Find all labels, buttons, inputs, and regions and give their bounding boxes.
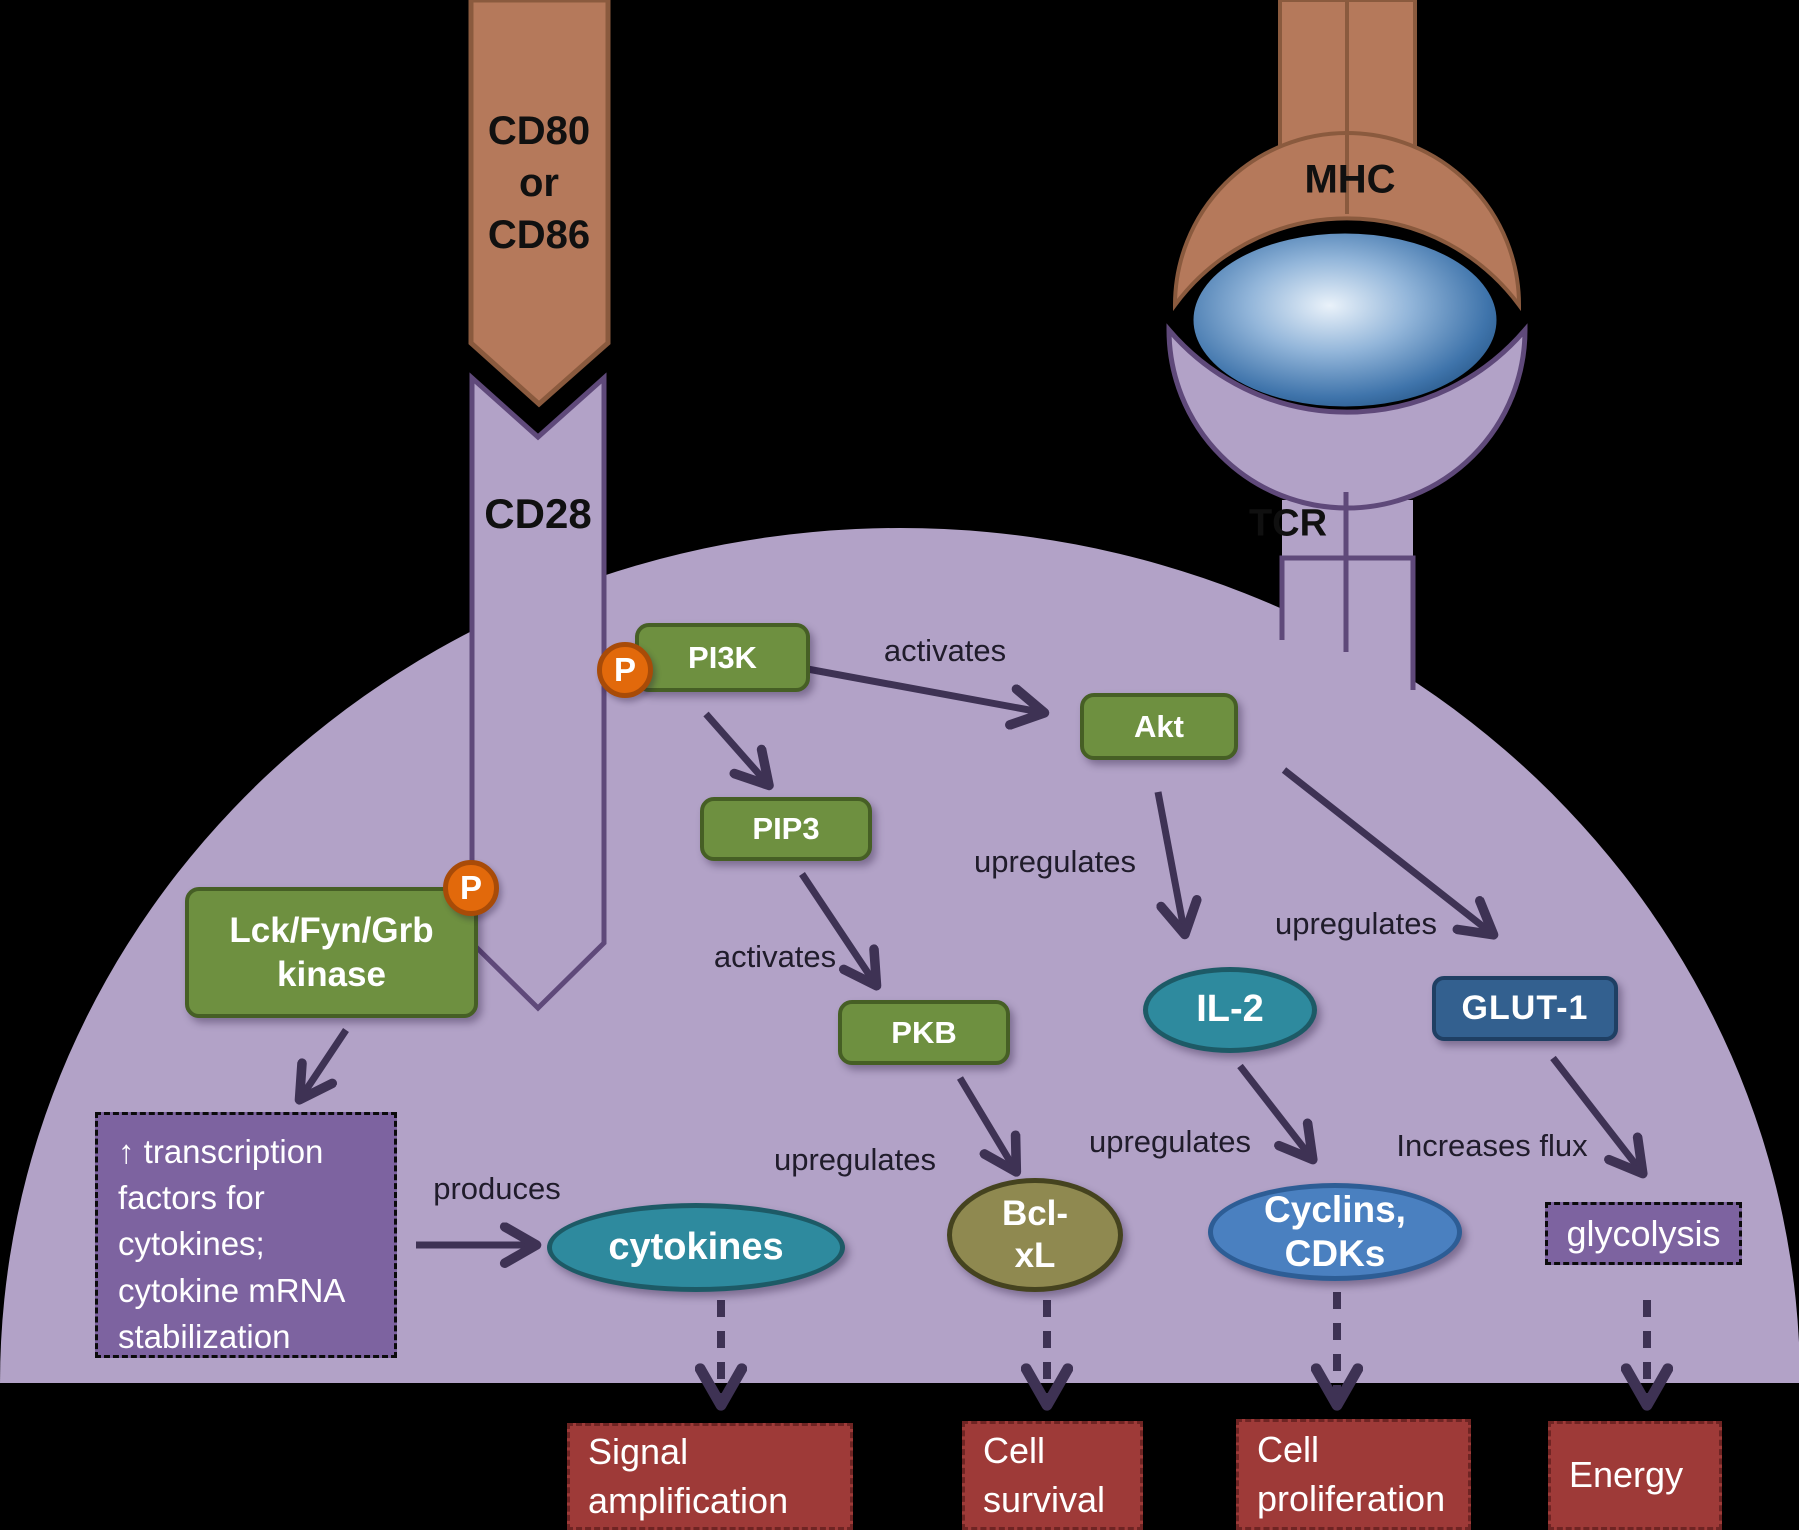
mhc-arch-shape (1172, 131, 1522, 312)
arrow-lck-transcription (302, 1028, 349, 1096)
bcl-xl-line2: xL (1014, 1236, 1056, 1275)
phospho-badge-lck: P (443, 860, 499, 916)
edge-label-activates-1: activates (883, 633, 1007, 668)
node-akt: Akt (1080, 693, 1238, 760)
arrow-pi3k-pip3 (703, 711, 766, 782)
mhc-label: MHC (1304, 157, 1396, 202)
cyclins-line1: Cyclins, (1264, 1188, 1406, 1230)
outcome-cell-survival: Cell survival (962, 1421, 1143, 1530)
cd28-label: CD28 (484, 490, 592, 537)
node-glut1: GLUT-1 (1432, 976, 1618, 1041)
edge-label-increases-flux: Increases flux (1396, 1128, 1588, 1163)
arrow-il2-cyclins (1237, 1063, 1310, 1156)
arrow-akt-glut1 (1281, 767, 1490, 932)
solid-arrows (302, 664, 1640, 1245)
edge-label-upregulates-1: upregulates (973, 844, 1137, 879)
cd80-cd86-ligand-shape (468, 0, 611, 408)
node-pip3: PIP3 (700, 797, 872, 861)
edge-label-upregulates-4: upregulates (1088, 1124, 1252, 1159)
edge-label-produces: produces (433, 1171, 561, 1206)
cd80-cd86-label: CD80 or CD86 (487, 109, 591, 257)
arrow-glut1-glycolysis (1550, 1055, 1640, 1170)
node-cytokines: cytokines (547, 1203, 845, 1292)
outcome-cell-proliferation: Cell proliferation (1236, 1419, 1471, 1530)
arrow-akt-il2 (1154, 791, 1184, 930)
node-bcl-xl: Bcl- xL (947, 1178, 1123, 1292)
node-lck-fyn-grb-kinase: Lck/Fyn/Grb kinase (185, 887, 478, 1018)
arrow-pip3-pkb (799, 872, 874, 982)
cd28-receptor-shape (469, 372, 607, 1012)
arrow-pi3k-akt (801, 664, 1040, 712)
edge-label-upregulates-3: upregulates (773, 1142, 937, 1177)
dashed-arrows (721, 1292, 1647, 1400)
outcome-energy: Energy (1548, 1421, 1722, 1530)
node-pi3k: PI3K (635, 623, 810, 692)
edge-label-activates-2: activates (713, 939, 837, 974)
node-il2: IL-2 (1143, 967, 1317, 1053)
phospho-badge-pi3k: P (597, 642, 653, 698)
bcl-xl-line1: Bcl- (1001, 1194, 1069, 1233)
cyclins-line2: CDKs (1284, 1233, 1386, 1274)
node-cyclins-cdks: Cyclins, CDKs (1208, 1183, 1462, 1281)
node-pkb: PKB (838, 1000, 1010, 1065)
tcr-receptor-shape (1166, 323, 1528, 511)
glycolysis-box: glycolysis (1545, 1202, 1742, 1265)
tcr-stem-outline (1279, 492, 1416, 690)
arrow-pkb-bcl (956, 1076, 1014, 1168)
transcription-factors-box: ↑ transcription factors for cytokines; c… (95, 1112, 397, 1358)
edge-label-upregulates-2: upregulates (1274, 906, 1438, 941)
tcr-label: TCR (1248, 502, 1328, 545)
outcome-signal-amplification: Signal amplification (567, 1423, 853, 1530)
